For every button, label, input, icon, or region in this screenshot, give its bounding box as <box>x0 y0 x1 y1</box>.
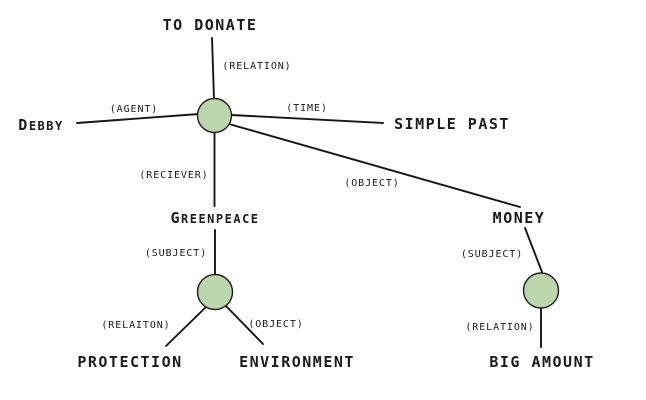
label-agent: (AGENT) <box>110 104 158 115</box>
edge-object-to-money <box>228 123 521 208</box>
relation-node-money[interactable] <box>522 272 560 309</box>
edge-object-environment <box>225 305 264 345</box>
term-to-donate: TO DONATE <box>163 16 258 34</box>
label-relaiton-protection: (RELAITON) <box>101 320 170 331</box>
edge-time-simple-past <box>230 114 384 124</box>
term-simple-past: SIMPLE PAST <box>394 115 510 133</box>
term-money: MONEY <box>493 209 546 227</box>
label-relation-donate: (RELATION) <box>222 61 291 72</box>
term-environment: ENVIRONMENT <box>239 353 355 371</box>
edge-relaiton-protection <box>165 305 208 347</box>
term-greenpeace: GREENPEACE <box>170 209 259 227</box>
term-debby: DEBBY <box>18 116 63 134</box>
edge-agent-debby <box>76 113 200 124</box>
label-subject-money: (SUBJECT) <box>461 249 523 260</box>
label-object-money: (OBJECT) <box>344 178 399 189</box>
term-protection: PROTECTION <box>77 353 182 371</box>
term-big-amount: BIG AMOUNT <box>489 353 594 371</box>
edge-relation-to-donate <box>211 37 215 100</box>
label-subject-greenpeace: (SUBJECT) <box>145 248 207 259</box>
relation-node-donate[interactable] <box>196 97 233 134</box>
edge-money-to-node <box>524 227 543 273</box>
label-reciever: (RECIEVER) <box>139 170 208 181</box>
label-relation-big-amount: (RELATION) <box>465 322 534 333</box>
label-time: (TIME) <box>286 103 328 114</box>
label-object-environment: (OBJECT) <box>248 319 303 330</box>
relation-node-greenpeace[interactable] <box>196 273 234 311</box>
